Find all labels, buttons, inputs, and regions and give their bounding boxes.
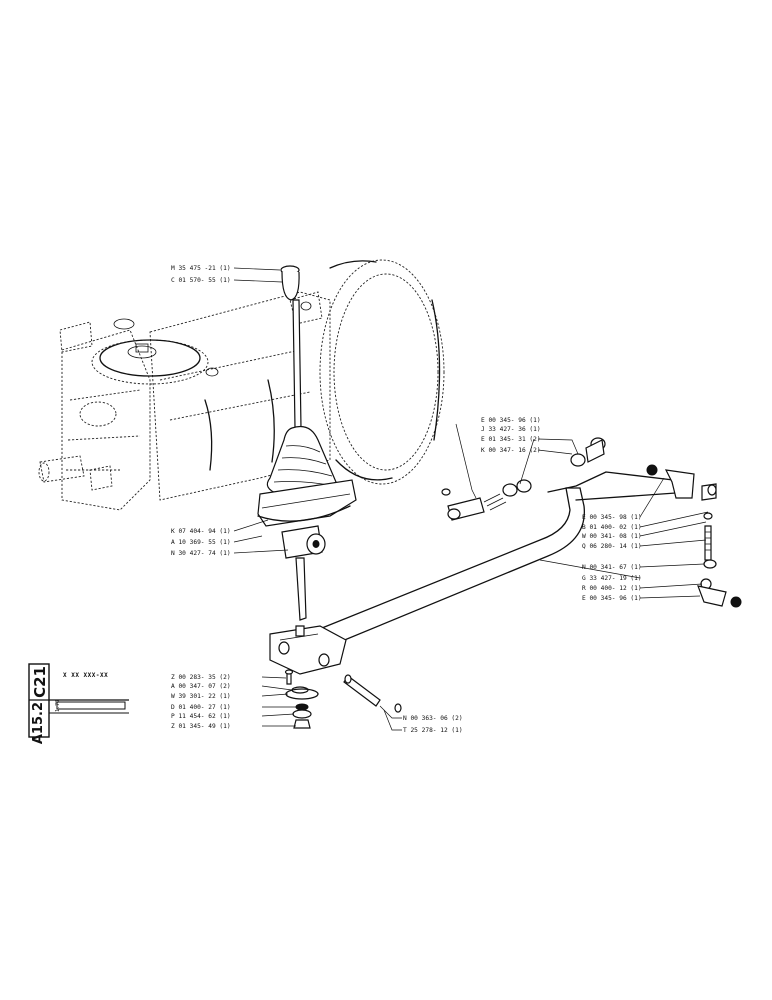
callout-a10369: A 10 369- 55 (1) xyxy=(171,539,231,546)
gearbox-housing-drawing xyxy=(38,259,445,511)
revision-code: 1.78 xyxy=(55,699,61,712)
callout-w39301: W 39 301- 22 (1) xyxy=(171,693,231,700)
callout-n00341: N 00 341- 67 (1) xyxy=(582,564,642,571)
callout-b01400: B 01 400- 02 (1) xyxy=(582,524,642,531)
callout-r00400: R 00 400- 12 (1) xyxy=(582,585,642,592)
leader-lines xyxy=(233,267,709,731)
group-code: C21 xyxy=(31,666,49,698)
callout-p11454: P 11 454- 62 (1) xyxy=(171,713,231,720)
callout-e00345b: E 00 345- 98 (1) xyxy=(582,514,642,521)
selector-rod xyxy=(269,471,691,675)
callout-t25278: T 25 278- 12 (1) xyxy=(403,727,463,734)
gear-lever-assembly xyxy=(257,265,357,621)
callout-q06280: Q 06 280- 14 (1) xyxy=(582,543,642,550)
title-block-frame xyxy=(28,663,129,738)
callout-e01345: E 01 345- 31 (2) xyxy=(481,436,541,443)
callout-e00345a: E 00 345- 96 (1) xyxy=(481,417,541,424)
callout-n30427: N 30 427- 74 (1) xyxy=(171,550,231,557)
callout-e00345c: E 00 345- 96 (1) xyxy=(582,595,642,602)
title-block: C21 A15.2 1.78 X XX XXX-XX xyxy=(29,664,129,744)
callout-k07404: K 07 404- 94 (1) xyxy=(171,528,231,535)
callout-z01345: Z 01 345- 49 (1) xyxy=(171,723,231,730)
clevis-hardware xyxy=(284,669,402,729)
callout-j33427: J 33 427- 36 (1) xyxy=(481,426,541,433)
callout-labels: M 35 475 -21 (1) C 01 570- 55 (1) K 07 4… xyxy=(171,265,642,734)
part-number-box: X XX XXX-XX xyxy=(63,672,109,679)
callout-w00341: W 00 341- 08 (1) xyxy=(582,533,642,540)
callout-k00347: K 00 347- 16 (2) xyxy=(481,447,541,454)
callout-a00347: A 00 347- 07 (2) xyxy=(171,683,231,690)
plate-code: A15.2 xyxy=(31,702,46,745)
callout-m35475: M 35 475 -21 (1) xyxy=(171,265,231,272)
callout-g33427: G 33 427- 19 (1) xyxy=(582,575,642,582)
callout-d01400: D 01 400- 27 (1) xyxy=(171,704,231,711)
callout-n00363: N 00 363- 06 (2) xyxy=(403,715,463,722)
callout-z00283: Z 00 283- 35 (2) xyxy=(171,674,231,681)
callout-c01570: C 01 570- 55 (1) xyxy=(171,277,231,284)
